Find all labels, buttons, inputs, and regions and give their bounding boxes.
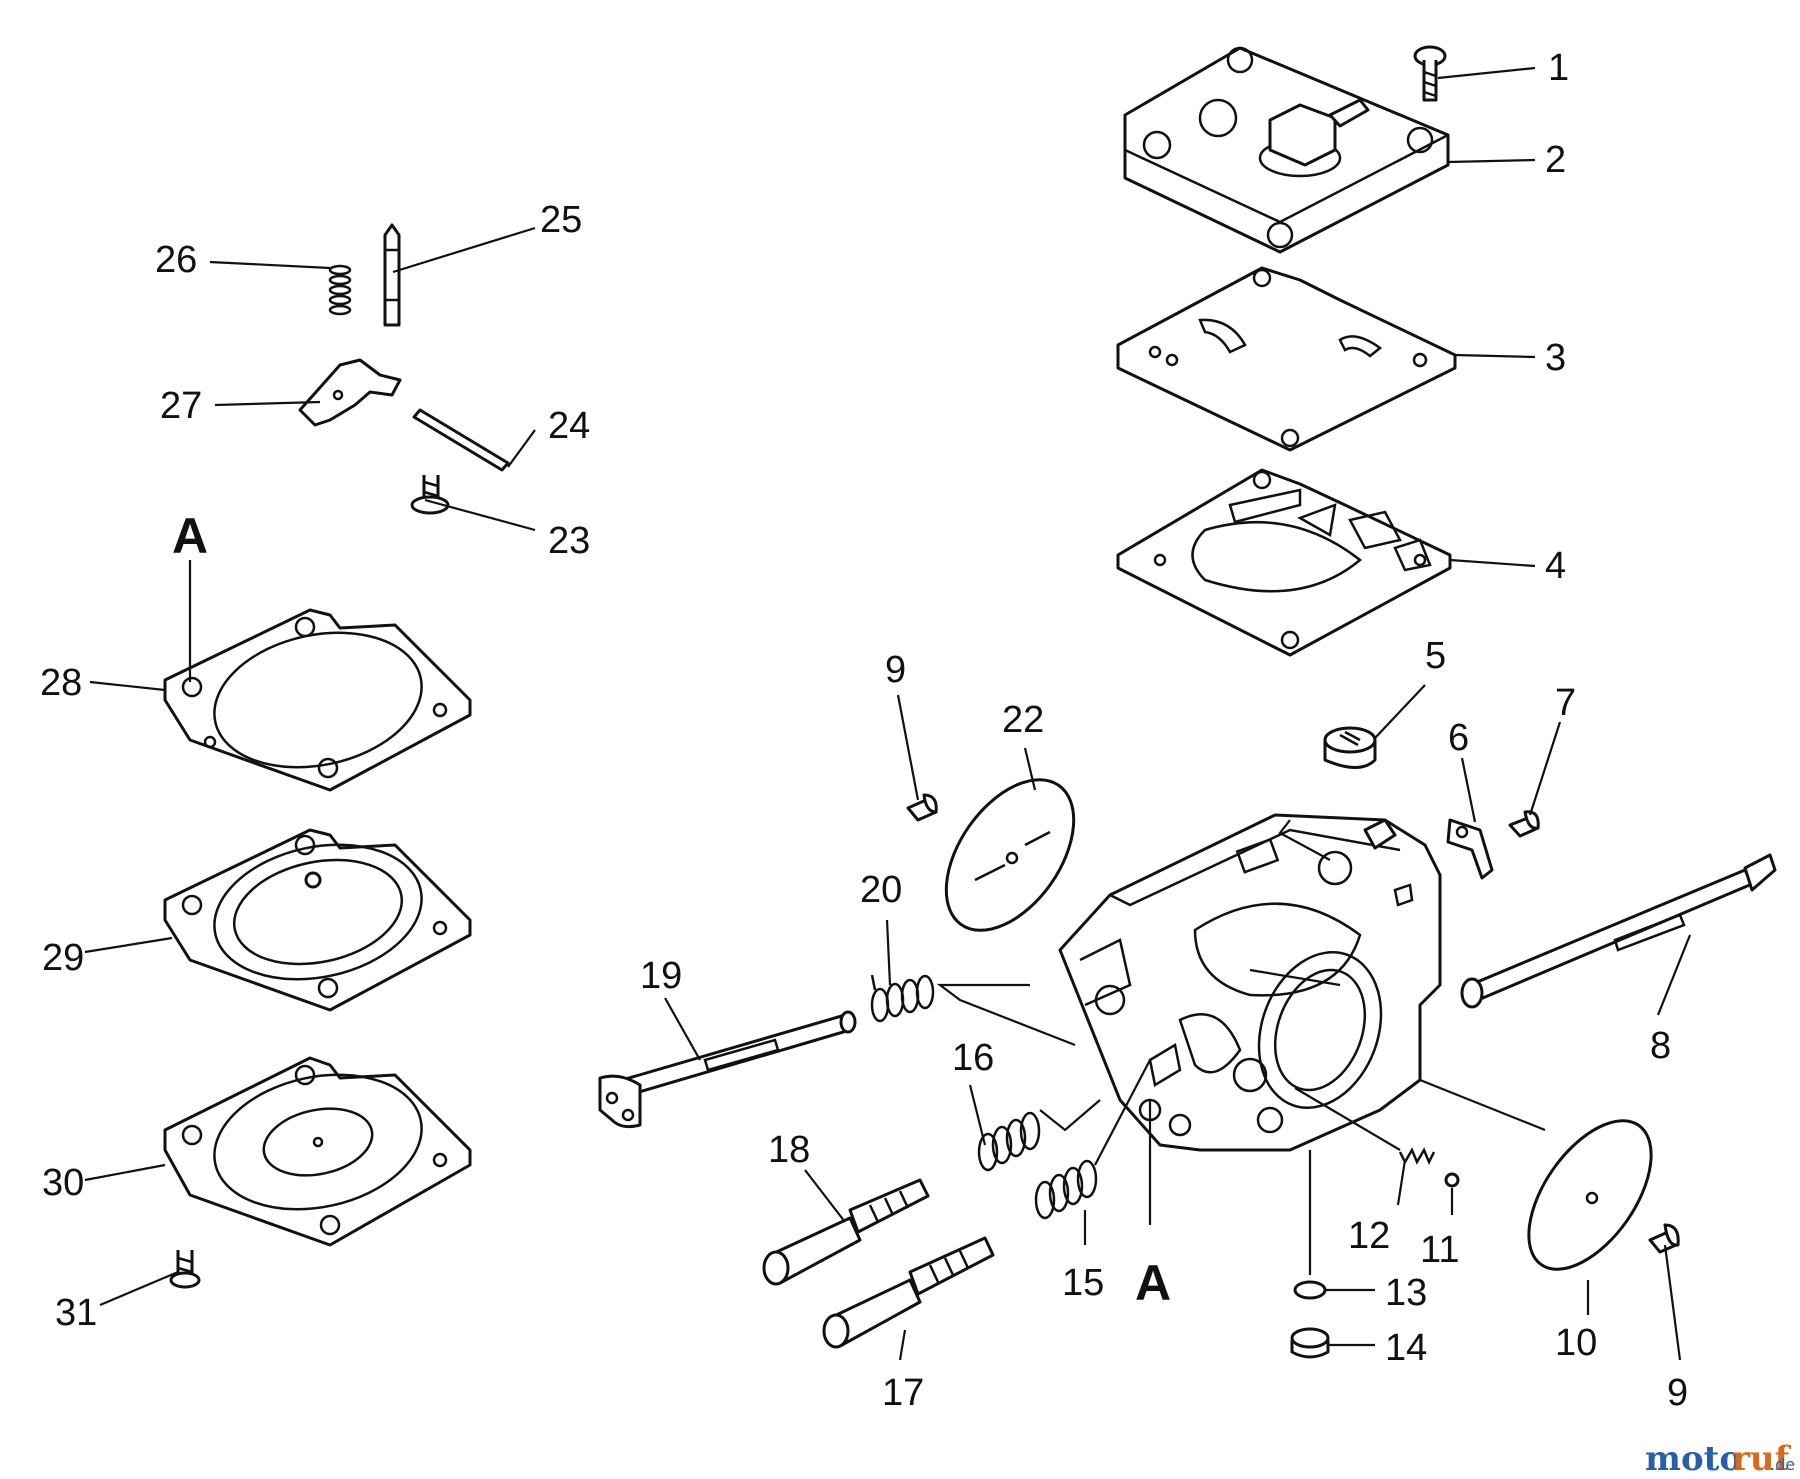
callout-16: 16 xyxy=(952,1037,994,1079)
callout-27: 27 xyxy=(160,385,202,427)
watermark-suffix: .de xyxy=(1770,1455,1795,1474)
part-lever-27 xyxy=(298,358,402,427)
part-pump-diaphragm xyxy=(1116,266,1457,452)
callout-3: 3 xyxy=(1545,337,1566,379)
part-pin-24 xyxy=(412,408,510,472)
callout-12: 12 xyxy=(1348,1215,1390,1257)
marker-a-bottom: A xyxy=(1135,1255,1171,1311)
part-gasket-28 xyxy=(163,608,472,792)
part-carburetor-body xyxy=(1058,813,1442,1152)
callout-9-bottom: 9 xyxy=(1667,1372,1688,1414)
watermark-part1: moto xyxy=(1645,1439,1742,1479)
part-choke-shaft xyxy=(1460,853,1777,1009)
part-screw-23 xyxy=(410,475,450,515)
callout-30: 30 xyxy=(42,1162,84,1204)
part-throttle-shaft xyxy=(598,1010,857,1129)
callout-5: 5 xyxy=(1425,635,1446,677)
part-screw-1 xyxy=(1413,45,1447,102)
part-screw-9-bottom xyxy=(1648,1223,1680,1254)
callout-1: 1 xyxy=(1548,47,1569,89)
part-screw-31 xyxy=(169,1250,201,1289)
callout-14: 14 xyxy=(1385,1327,1427,1369)
callout-23: 23 xyxy=(548,520,590,562)
callout-13: 13 xyxy=(1385,1272,1427,1314)
callout-2: 2 xyxy=(1545,139,1566,181)
part-spring-16 xyxy=(977,1111,1041,1172)
callout-11: 11 xyxy=(1420,1229,1459,1271)
callout-19: 19 xyxy=(640,955,682,997)
callout-4: 4 xyxy=(1545,545,1566,587)
part-diaphragm-29 xyxy=(163,828,472,1012)
callout-22: 22 xyxy=(1002,699,1044,741)
callout-29: 29 xyxy=(42,937,84,979)
part-needle-18 xyxy=(762,1178,930,1286)
part-plug-14 xyxy=(1290,1327,1330,1359)
callout-10: 10 xyxy=(1555,1322,1597,1364)
part-spring-20 xyxy=(870,974,935,1023)
callout-15: 15 xyxy=(1062,1262,1104,1304)
callout-18: 18 xyxy=(768,1129,810,1171)
callout-28: 28 xyxy=(40,662,82,704)
part-spring-15 xyxy=(1034,1159,1098,1220)
callout-31: 31 xyxy=(55,1292,97,1334)
callout-labels: 1 2 3 4 5 6 7 8 9 9 10 11 12 13 14 15 16… xyxy=(40,47,1688,1414)
callout-17: 17 xyxy=(882,1372,924,1414)
part-diaphragm-30 xyxy=(163,1056,472,1247)
leader-lines xyxy=(84,66,1692,1361)
part-screw-9-top xyxy=(906,793,938,822)
callout-8: 8 xyxy=(1650,1025,1671,1067)
part-spring-26 xyxy=(328,264,352,316)
callout-26: 26 xyxy=(155,239,197,281)
callout-24: 24 xyxy=(548,405,590,447)
part-screw-7 xyxy=(1508,810,1540,838)
part-needle-17 xyxy=(822,1236,995,1349)
watermark-logo: moto ruf .de xyxy=(1645,1439,1795,1479)
part-needle-25 xyxy=(383,223,401,327)
part-throttle-disc xyxy=(944,778,1076,932)
marker-a-left: A xyxy=(172,508,208,564)
part-gasket xyxy=(1116,468,1452,657)
part-clip xyxy=(1446,818,1494,880)
part-pump-cover xyxy=(1123,46,1450,254)
callout-25: 25 xyxy=(540,199,582,241)
callout-6: 6 xyxy=(1448,717,1469,759)
callout-9-top: 9 xyxy=(885,649,906,691)
callout-20: 20 xyxy=(860,869,902,911)
callout-7: 7 xyxy=(1555,682,1576,724)
part-choke-disc xyxy=(1527,1119,1653,1271)
part-ball-11 xyxy=(1444,1172,1460,1188)
part-oring-13 xyxy=(1293,1280,1327,1300)
watermark-part2: ruf xyxy=(1732,1439,1792,1479)
part-plug xyxy=(1323,726,1377,769)
